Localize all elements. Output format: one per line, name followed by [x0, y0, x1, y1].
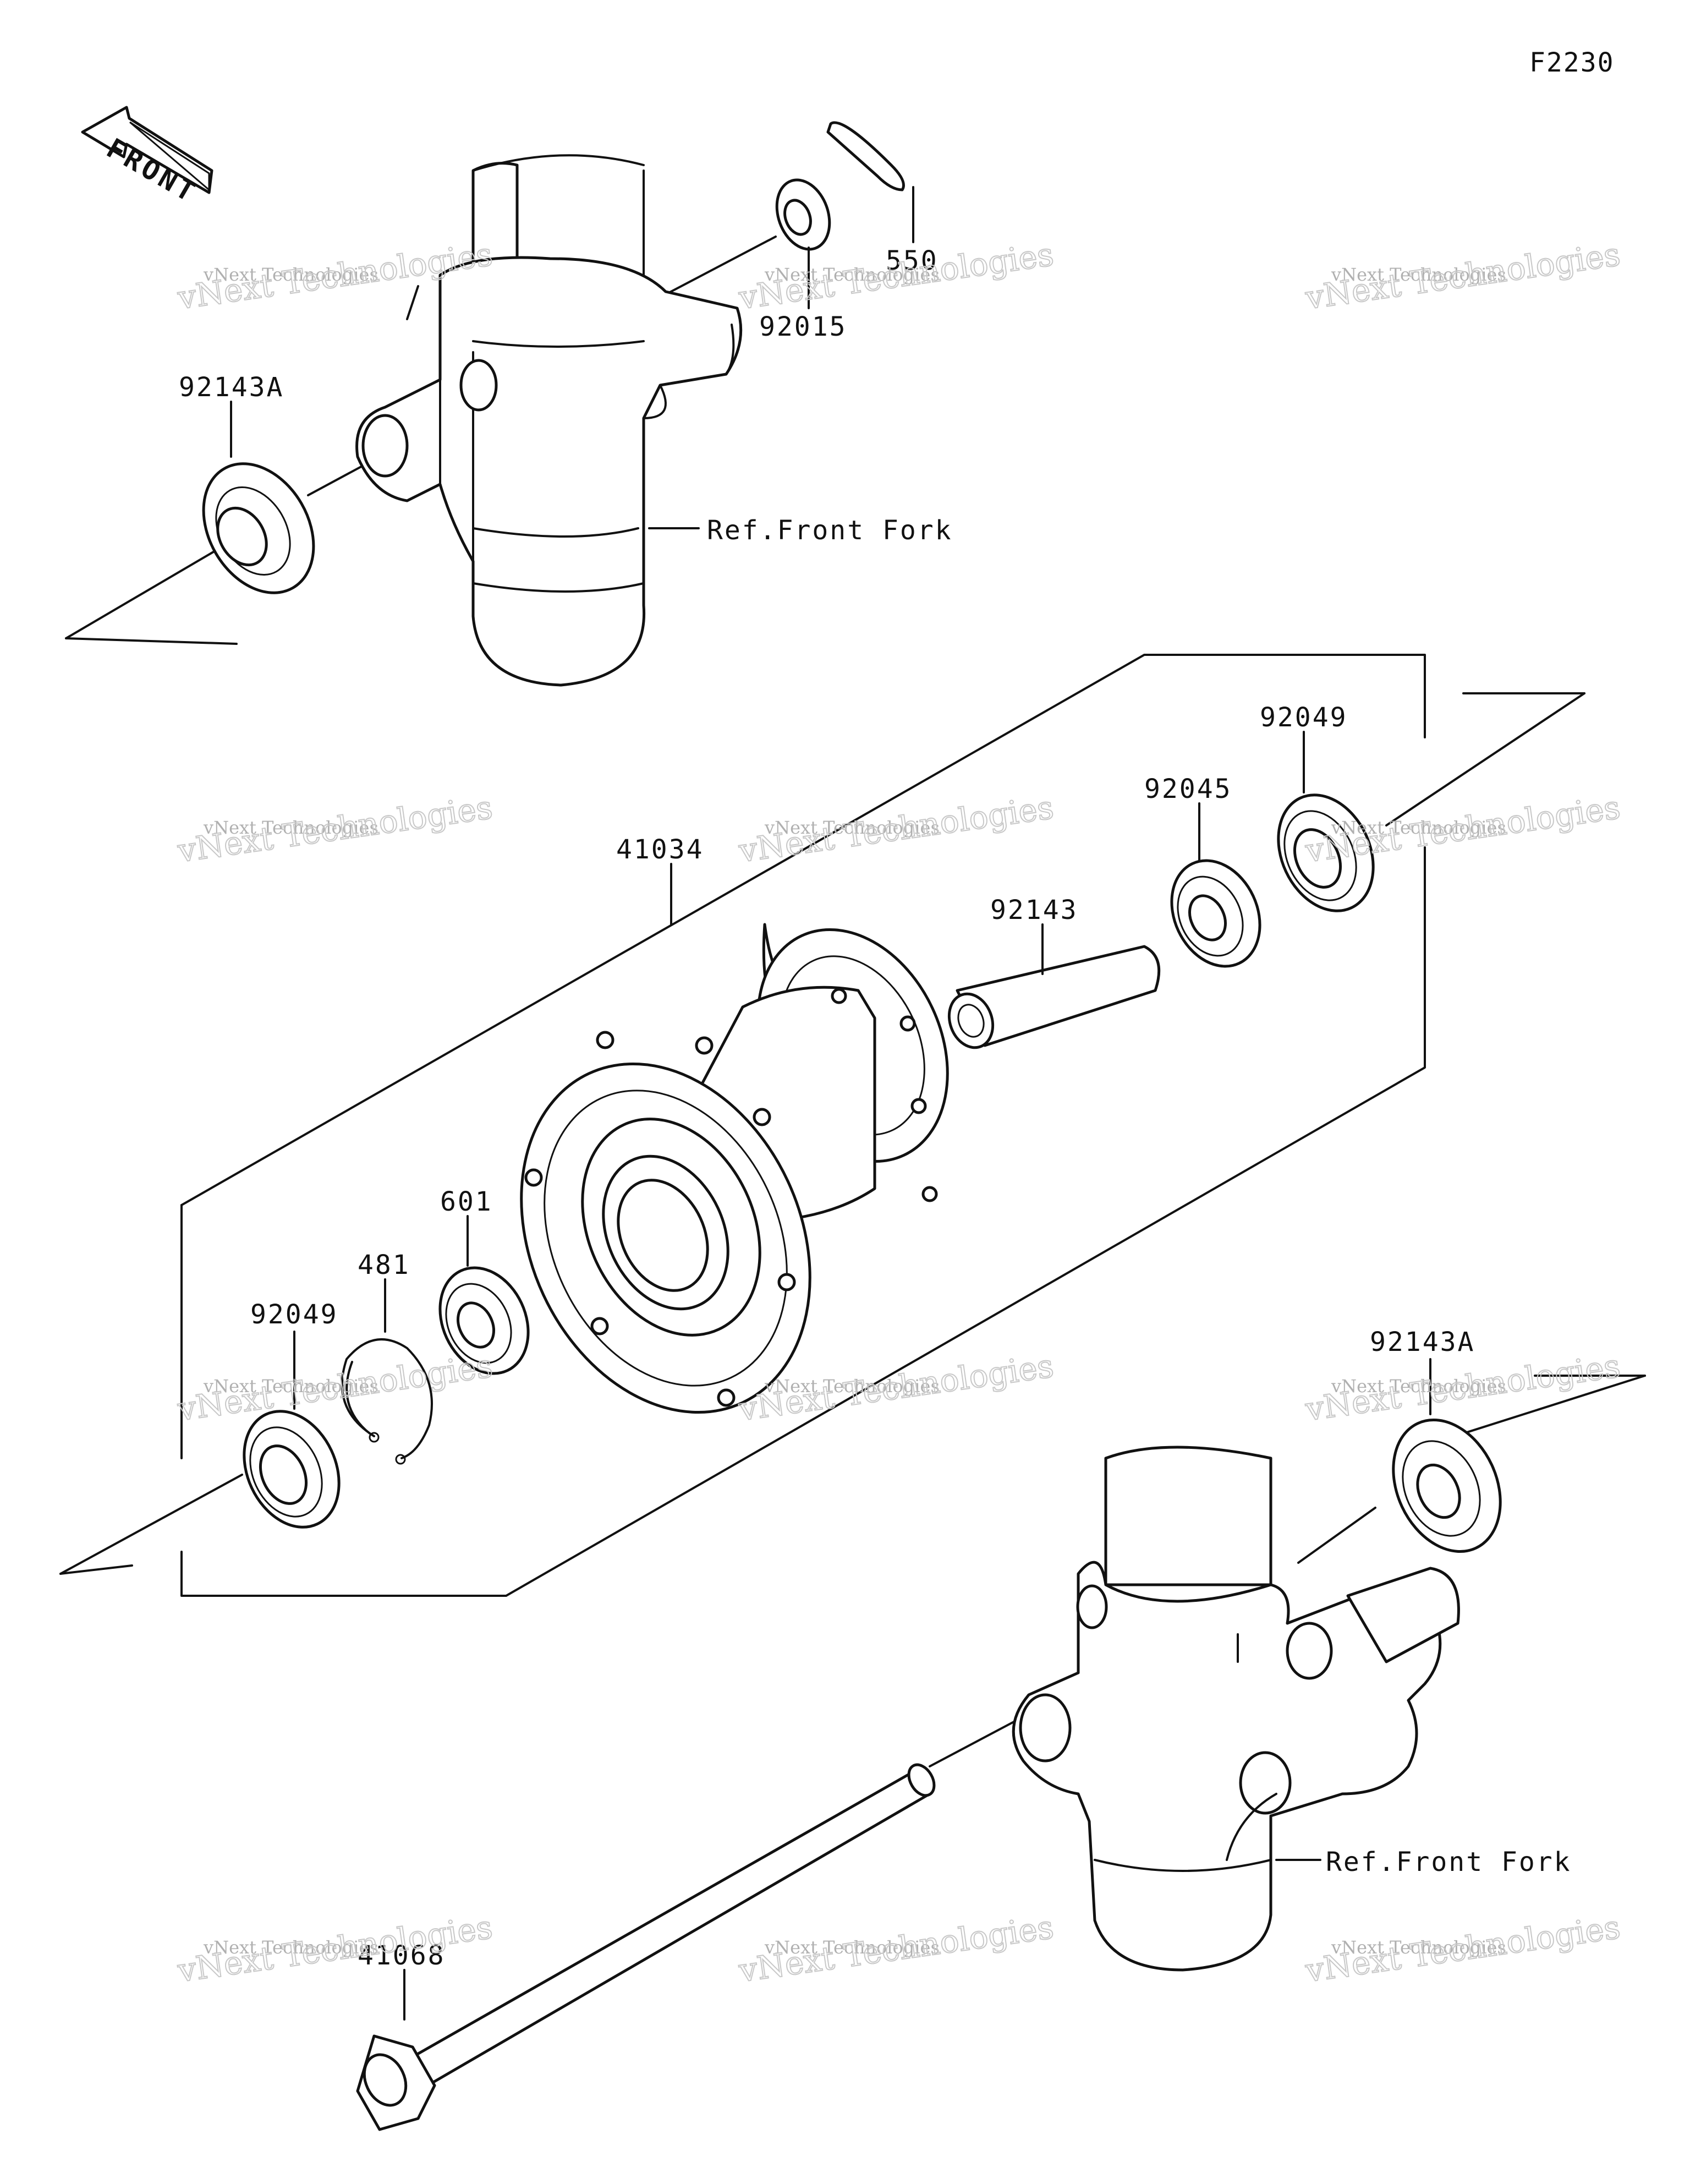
- part-label-92049-left[interactable]: 92049: [250, 1299, 338, 1330]
- watermark-line1: vNext Technologies: [1331, 264, 1506, 285]
- wheel-hub-41034-drawing: [520, 923, 949, 1414]
- watermark-line1: vNext Technologies: [1331, 817, 1506, 838]
- watermark-line1: vNext Technologies: [1331, 1937, 1506, 1958]
- part-label-92143[interactable]: 92143: [990, 895, 1078, 926]
- watermark-line1: vNext Technologies: [203, 1937, 378, 1958]
- bearing-92045-drawing: [1170, 802, 1261, 968]
- watermark-line1: vNext Technologies: [764, 817, 940, 838]
- nut-92015-drawing: [775, 178, 831, 309]
- watermark-line1: vNext Technologies: [764, 264, 940, 285]
- oil-seal-92049-right-drawing: [1277, 731, 1375, 912]
- part-label-481[interactable]: 481: [358, 1250, 410, 1280]
- hub-assembly-frame: [59, 654, 1585, 1597]
- watermark-line2: vNext Technologies: [1303, 236, 1622, 317]
- front-arrow-icon: FRONT: [81, 106, 213, 210]
- watermark-line2: vNext Technologies: [736, 1908, 1056, 1990]
- part-label-601[interactable]: 601: [440, 1186, 493, 1217]
- part-label-92143a-bottom[interactable]: 92143A: [1370, 1327, 1475, 1358]
- ref-front-fork-top[interactable]: Ref.Front Fork: [707, 515, 953, 546]
- oil-seal-92049-left-drawing: [243, 1331, 341, 1529]
- part-label-92143a-top[interactable]: 92143A: [179, 372, 284, 403]
- watermark-line1: vNext Technologies: [764, 1376, 940, 1397]
- watermark-line1: vNext Technologies: [203, 1376, 378, 1397]
- part-label-41068[interactable]: 41068: [358, 1940, 446, 1971]
- watermark-line2: vNext Technologies: [1303, 789, 1622, 870]
- part-label-550[interactable]: 550: [886, 245, 939, 276]
- watermark-line1: vNext Technologies: [1331, 1376, 1506, 1397]
- bearing-601-drawing: [438, 1215, 530, 1375]
- watermark-line2: vNext Technologies: [736, 789, 1056, 870]
- spacer-92143-drawing: [947, 923, 1161, 1049]
- part-label-92049-right[interactable]: 92049: [1260, 702, 1348, 733]
- watermark-line1: vNext Technologies: [203, 817, 378, 838]
- part-label-92015[interactable]: 92015: [759, 311, 847, 342]
- cotter-pin-550-drawing: [826, 121, 914, 243]
- figure-id: F2230: [1529, 47, 1615, 78]
- part-label-41034[interactable]: 41034: [616, 834, 704, 865]
- axle-41068-drawing: [356, 1763, 936, 2131]
- watermark-line1: vNext Technologies: [203, 264, 378, 285]
- watermark-line1: vNext Technologies: [764, 1937, 940, 1958]
- ref-front-fork-bottom[interactable]: Ref.Front Fork: [1326, 1847, 1572, 1878]
- front-fork-bottom-drawing: [929, 1375, 1646, 1972]
- watermark-line2: vNext Technologies: [175, 1347, 495, 1428]
- circlip-481-drawing: [341, 1278, 433, 1465]
- collar-92143a-top-drawing: [202, 401, 315, 594]
- front-fork-top-drawing: [65, 154, 777, 687]
- watermark-line2: vNext Technologies: [175, 789, 495, 870]
- watermark-line2: vNext Technologies: [1303, 1347, 1622, 1428]
- collar-92143a-bottom-drawing: [1392, 1358, 1502, 1553]
- watermark-line2: vNext Technologies: [175, 1908, 495, 1990]
- watermark-line2: vNext Technologies: [1303, 1908, 1622, 1990]
- part-label-92045[interactable]: 92045: [1144, 774, 1232, 804]
